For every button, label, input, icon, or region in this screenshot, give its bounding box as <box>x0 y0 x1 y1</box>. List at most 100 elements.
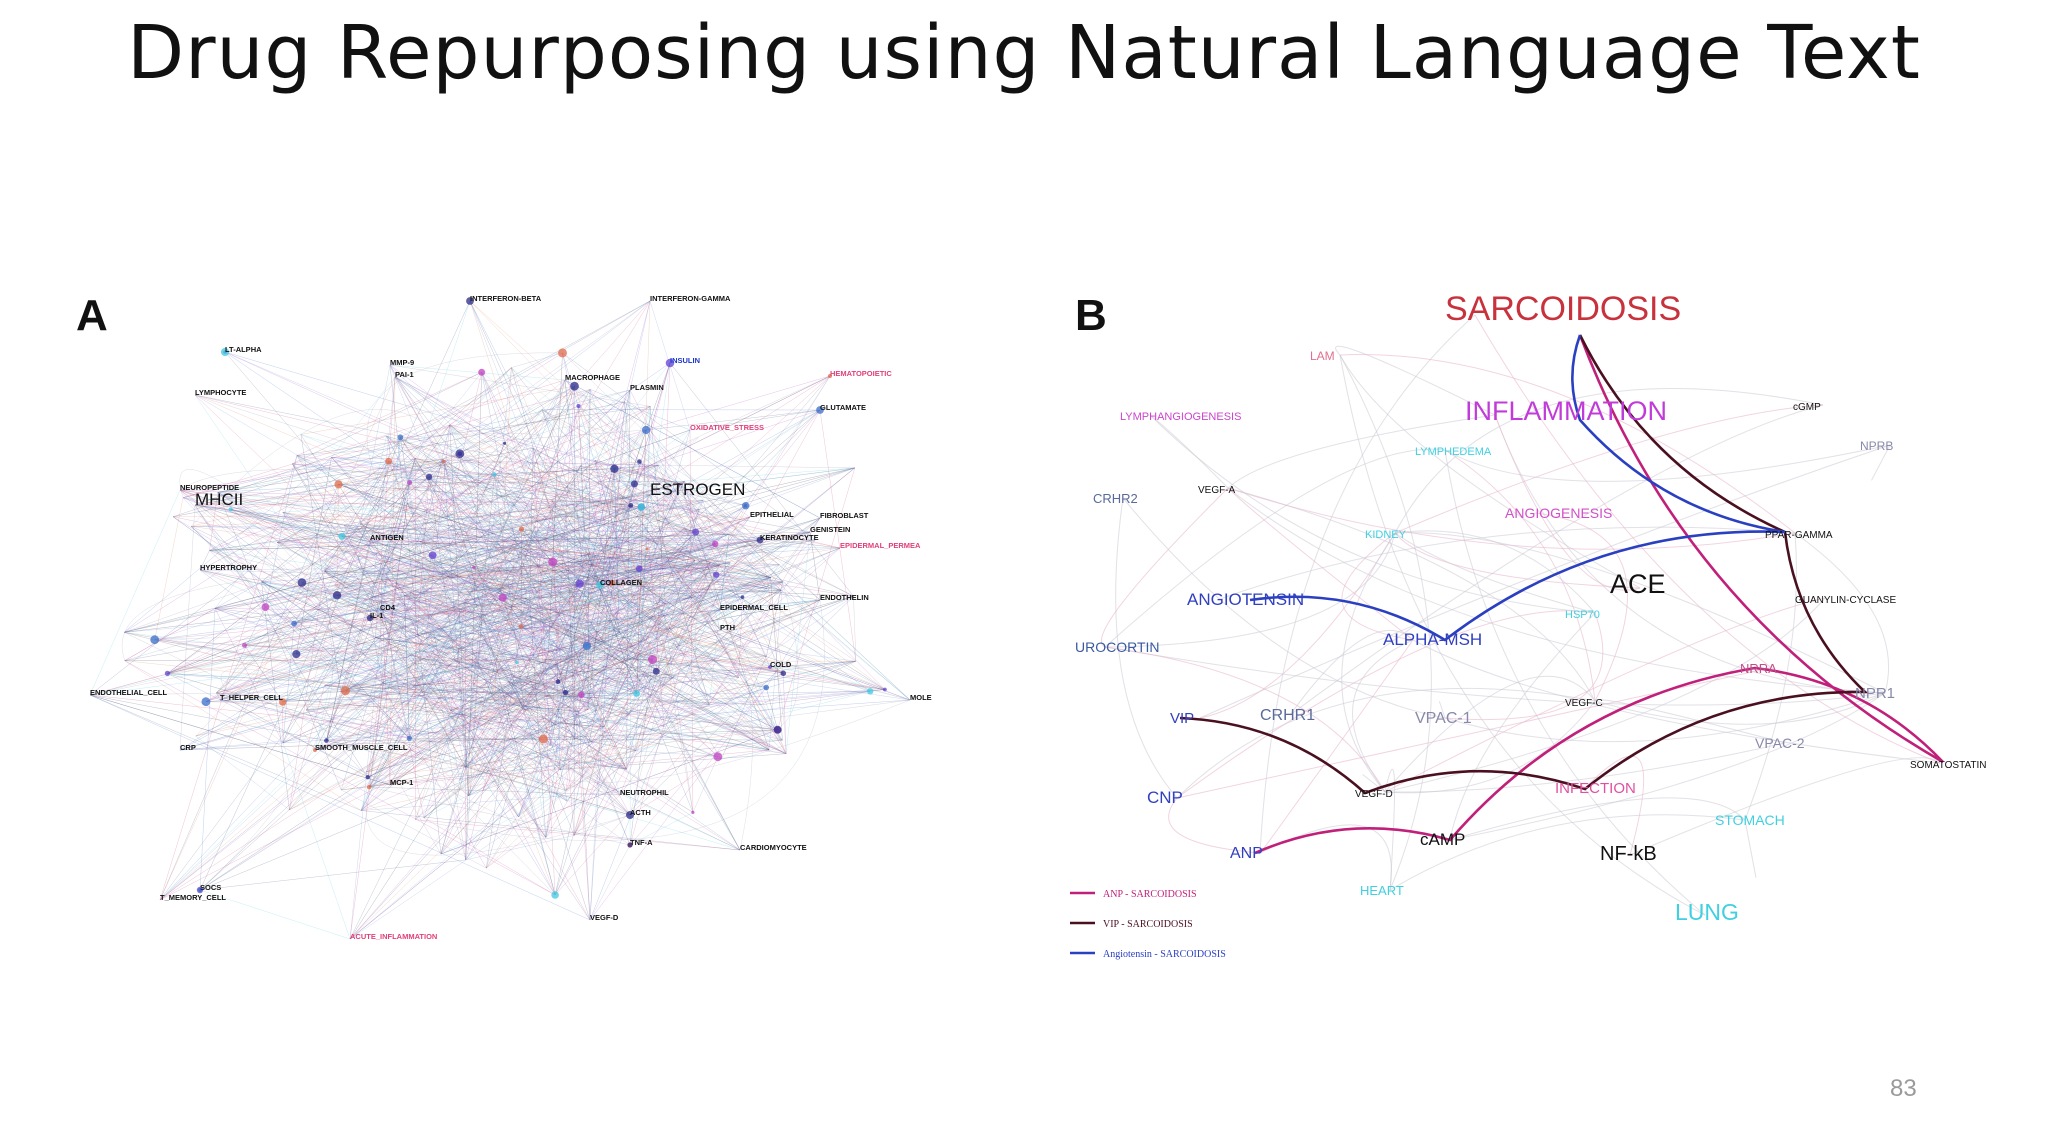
network-a-edge <box>465 577 771 768</box>
network-a-edge <box>728 533 854 597</box>
network-a-edge <box>728 516 751 535</box>
network-a-edge <box>326 461 640 741</box>
network-a-edge <box>314 515 567 751</box>
network-a-edge <box>595 506 642 712</box>
network-a-edge <box>721 749 770 760</box>
network-a-edge <box>458 648 619 793</box>
network-a-edge <box>626 517 821 770</box>
network-a-edge <box>559 483 681 770</box>
network-a-edge <box>341 406 651 537</box>
network-a-edge <box>586 562 711 623</box>
network-a-edge <box>603 509 700 728</box>
network-a-edge <box>419 465 659 542</box>
network-a-edge <box>409 631 620 739</box>
network-a-edge <box>415 457 696 533</box>
network-a-edge <box>380 600 410 739</box>
network-a-edge <box>524 709 605 728</box>
network-a-edge <box>388 460 613 584</box>
network-a-edge <box>179 494 651 751</box>
network-a-edge <box>191 526 410 739</box>
network-a-edge <box>595 460 640 569</box>
network-a-edge <box>587 389 591 710</box>
network-a-edge <box>502 597 784 674</box>
network-a-edge <box>341 536 816 541</box>
network-a-edge <box>345 570 609 691</box>
network-a-edge <box>468 572 708 796</box>
network-a-edge <box>167 584 335 674</box>
network-a-edge <box>394 376 601 586</box>
network-a-edge <box>370 597 547 838</box>
network-a-edge <box>409 482 722 760</box>
network-a-node <box>555 679 561 685</box>
network-a-edge <box>668 629 778 730</box>
network-a-edge <box>375 637 459 650</box>
network-a-edge <box>719 534 730 611</box>
network-a-edge <box>366 664 558 773</box>
network-a-node-label-cold: COLD <box>770 660 792 669</box>
network-a-edge <box>306 581 783 711</box>
network-a-edge <box>409 459 444 739</box>
network-a-edge <box>572 505 632 676</box>
network-a-edge <box>586 584 601 647</box>
network-a-edge <box>600 461 640 645</box>
network-a-edge <box>710 539 816 564</box>
network-a-edge <box>386 435 696 533</box>
network-a-edge <box>301 582 722 760</box>
network-a-edge <box>276 539 761 543</box>
network-a-edge <box>742 596 784 674</box>
network-a-edge <box>369 710 596 788</box>
network-a-edge <box>628 585 711 715</box>
network-a-edge <box>819 409 857 662</box>
network-a-node <box>518 526 525 532</box>
network-a-edge <box>124 632 512 743</box>
network-a-edge <box>300 434 771 578</box>
network-a-edge <box>349 465 581 940</box>
network-a-edge <box>326 482 410 741</box>
network-a-edge <box>521 528 627 770</box>
network-a-edge <box>326 680 641 741</box>
network-a-edge <box>124 577 771 633</box>
network-a-edge <box>336 595 694 813</box>
network-b-background-edge <box>1227 414 1496 489</box>
network-a-edge <box>461 609 663 714</box>
network-a-edge <box>404 546 515 596</box>
network-a-edge <box>217 492 481 634</box>
network-b-node-anp: ANP <box>1230 845 1263 862</box>
network-a-edge <box>560 516 751 770</box>
network-a-edge <box>205 701 579 712</box>
network-a-edge <box>214 608 566 693</box>
network-b-node-vpac-1: VPAC-1 <box>1415 710 1472 727</box>
network-a-edge <box>395 583 559 682</box>
network-a-edge <box>482 603 601 645</box>
network-a-edge <box>458 596 693 650</box>
network-a-edge <box>205 555 596 702</box>
network-a-edge <box>440 687 767 855</box>
network-a-edge <box>386 435 871 692</box>
network-a-edge <box>578 405 751 518</box>
network-a-edge <box>289 603 666 811</box>
network-a-edge <box>494 474 566 693</box>
network-a-edge <box>465 632 481 860</box>
network-a-edge <box>195 735 290 811</box>
network-a-edge <box>154 609 381 640</box>
network-b-node-angiotensin: ANGIOTENSIN <box>1187 590 1304 609</box>
network-a-node <box>340 686 350 696</box>
network-a-edge <box>629 596 854 816</box>
network-a-edge <box>123 457 332 633</box>
network-a-edge <box>459 453 673 679</box>
network-a-node <box>366 784 372 790</box>
network-b-background-edge <box>1444 444 1891 482</box>
network-a-edge <box>468 570 609 796</box>
network-b-path-anp-sarcoidosis <box>1254 334 1944 855</box>
network-a-edge <box>334 557 670 586</box>
network-a-edge <box>494 474 637 694</box>
network-a-edge <box>368 528 522 788</box>
network-a-edge <box>167 673 567 791</box>
network-a-edge <box>419 541 517 663</box>
network-a-edge <box>89 694 391 786</box>
network-a-edge <box>591 603 666 742</box>
network-a-node-label-hematopoietic: HEMATOPOIETIC <box>830 369 892 378</box>
network-a-edge <box>336 595 620 633</box>
network-a-node <box>455 449 465 459</box>
network-a-edge <box>341 739 783 791</box>
